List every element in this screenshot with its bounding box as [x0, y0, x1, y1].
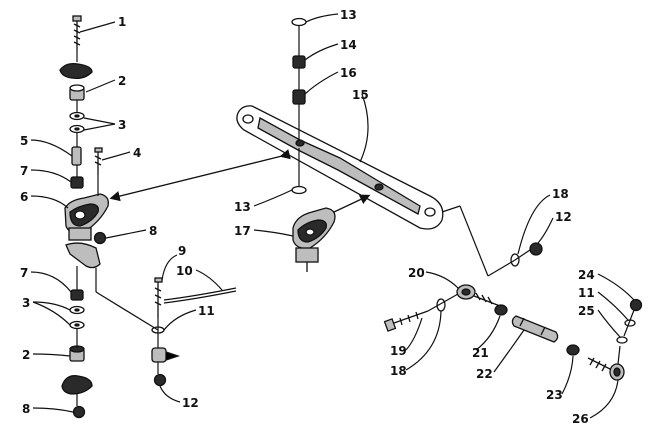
assembly-guide-lines [76, 26, 635, 406]
part-15-tie-rod-arm [236, 105, 444, 230]
linkage-arrows [109, 149, 371, 213]
callout-18-lower: 18 [390, 364, 407, 378]
part-16-bushing [292, 89, 306, 105]
part-1-bolt [72, 15, 82, 50]
part-20-rod-end [456, 284, 501, 307]
callout-26: 26 [572, 412, 589, 426]
callout-2-lower: 2 [22, 348, 30, 362]
callout-25: 25 [578, 304, 595, 318]
callout-20: 20 [408, 266, 425, 280]
callout-14: 14 [340, 38, 357, 52]
callout-8-upper: 8 [149, 224, 157, 238]
callout-4: 4 [133, 146, 141, 160]
callout-16: 16 [340, 66, 357, 80]
part-4-bolt [94, 147, 103, 175]
lower-bushing-plate [61, 375, 93, 395]
part-19-bolt [383, 310, 429, 332]
part-14-bushing [292, 55, 306, 69]
callout-21: 21 [472, 346, 489, 360]
callout-13-top: 13 [340, 8, 357, 22]
center-connector-block [151, 347, 181, 363]
callout-12-right: 12 [555, 210, 572, 224]
callout-22: 22 [476, 367, 493, 381]
part-12-right-nut [529, 242, 543, 256]
callout-7-lower: 7 [20, 266, 28, 280]
part-3-upper-washers [69, 111, 85, 134]
callout-leaders [30, 13, 635, 419]
part-22-adjuster-sleeve [511, 315, 559, 343]
part-25-washer [616, 336, 628, 344]
callout-2-upper: 2 [118, 74, 126, 88]
callout-19: 19 [390, 344, 407, 358]
part-10-cable [163, 287, 237, 304]
callout-3-lower: 3 [22, 296, 30, 310]
callout-7-upper: 7 [20, 164, 28, 178]
part-17-steering-arm [292, 207, 336, 272]
part-9-bolt [154, 277, 163, 318]
callout-6: 6 [20, 190, 28, 204]
part-12-nut [153, 373, 167, 387]
part-3-lower-washers [69, 305, 85, 330]
part-24-nut [629, 298, 643, 312]
callout-17: 17 [234, 224, 251, 238]
part-23-jam-nut [566, 344, 580, 356]
part-13-lower-washer [291, 185, 307, 195]
callout-11-center: 11 [198, 304, 215, 318]
callout-18-upper: 18 [552, 187, 569, 201]
part-21-jam-nut [494, 304, 508, 316]
part-6-steering-arm [64, 193, 109, 269]
part-2-lower-bushing [69, 345, 85, 362]
callout-15: 15 [352, 88, 369, 102]
part-13-top-washer [291, 17, 307, 27]
part-8-lower-nut [72, 405, 86, 419]
callout-numbers: 1 2 3 5 4 7 6 8 7 3 2 8 9 10 11 12 13 14… [20, 8, 595, 426]
upper-bushing-plate [59, 62, 93, 80]
part-26-rod-end [587, 357, 625, 381]
callout-13-lower: 13 [234, 200, 251, 214]
callout-1: 1 [118, 15, 126, 29]
callout-3-upper: 3 [118, 118, 126, 132]
callout-11-right: 11 [578, 286, 595, 300]
callout-23: 23 [546, 388, 563, 402]
callout-10: 10 [176, 264, 193, 278]
part-8-upper-nut [93, 231, 107, 245]
callout-9: 9 [178, 244, 186, 258]
part-7-upper-spacer [70, 176, 84, 189]
callout-8-lower: 8 [22, 402, 30, 416]
callout-5: 5 [20, 134, 28, 148]
part-7-lower-spacer [70, 289, 84, 301]
part-2-upper-bushing [69, 84, 85, 101]
callout-24: 24 [578, 268, 595, 282]
part-5-pin [71, 146, 82, 166]
callout-12-center: 12 [182, 396, 199, 410]
